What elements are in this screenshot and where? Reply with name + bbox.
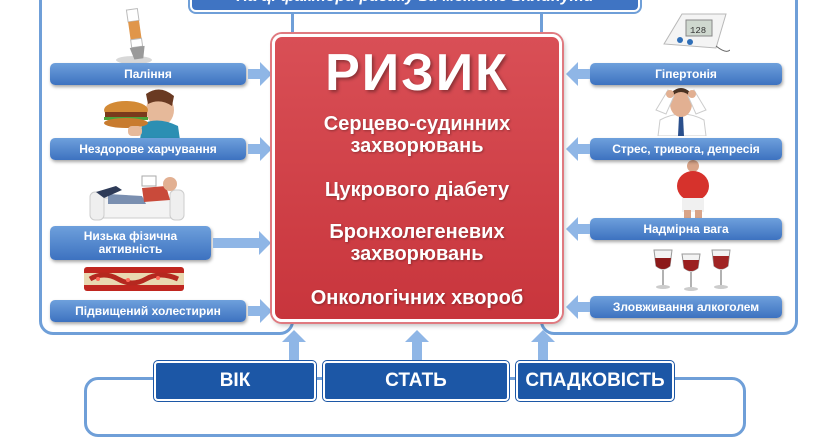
arrow-left-icon (566, 137, 590, 161)
factor-hypertension: Гіпертонія (590, 63, 782, 85)
arrow-left-icon (566, 217, 590, 241)
svg-text:128: 128 (690, 26, 706, 36)
blood-pressure-monitor-icon: 128 (663, 13, 730, 52)
factor-sex: СТАТЬ (323, 361, 509, 401)
couch-lying-icon (89, 175, 185, 221)
risk-oncology: Онкологічних хвороб (310, 287, 524, 309)
risk-cardiovascular: Серцево-судинних захворювань (323, 113, 511, 157)
arrow-up-icon (405, 330, 429, 360)
wine-glasses-icon (653, 249, 731, 291)
factor-alcohol: Зловживання алкоголем (590, 296, 782, 318)
arrow-left-icon (566, 295, 590, 319)
artery-plaque-icon (84, 267, 184, 291)
factor-age: ВІК (154, 361, 316, 401)
arrow-up-icon (531, 330, 555, 360)
stressed-man-icon (655, 88, 707, 136)
risk-bronchopulmonary: Бронхолегеневих захворювань (329, 221, 505, 265)
arrow-right-icon (213, 231, 271, 255)
arrow-left-icon (566, 62, 590, 86)
arrow-right-icon (248, 299, 272, 323)
factor-high-cholesterol: Підвищений холестирин (50, 300, 246, 322)
cigarette-icon (116, 7, 152, 64)
arrow-right-icon (248, 62, 272, 86)
risk-diabetes: Цукрового діабету (324, 179, 510, 201)
factor-smoking: Паління (50, 63, 246, 85)
modifiable-factors-banner: На ці фактори ризику ви можете вплинути (190, 0, 640, 12)
overweight-man-icon (677, 160, 709, 218)
burger-eating-icon (104, 89, 180, 140)
factor-heredity: СПАДКОВІСТЬ (516, 361, 674, 401)
arrow-up-icon (282, 330, 306, 360)
factor-overweight: Надмірна вага (590, 218, 782, 240)
factor-stress: Стрес, тривога, депресія (590, 138, 782, 160)
arrow-right-icon (248, 137, 272, 161)
risk-box: РИЗИК Серцево-судинних захворювань Цукро… (272, 34, 562, 322)
factor-unhealthy-diet: Нездорове харчування (50, 138, 246, 160)
factor-low-activity: Низька фізична активність (50, 226, 211, 260)
risk-title: РИЗИК (325, 44, 509, 102)
